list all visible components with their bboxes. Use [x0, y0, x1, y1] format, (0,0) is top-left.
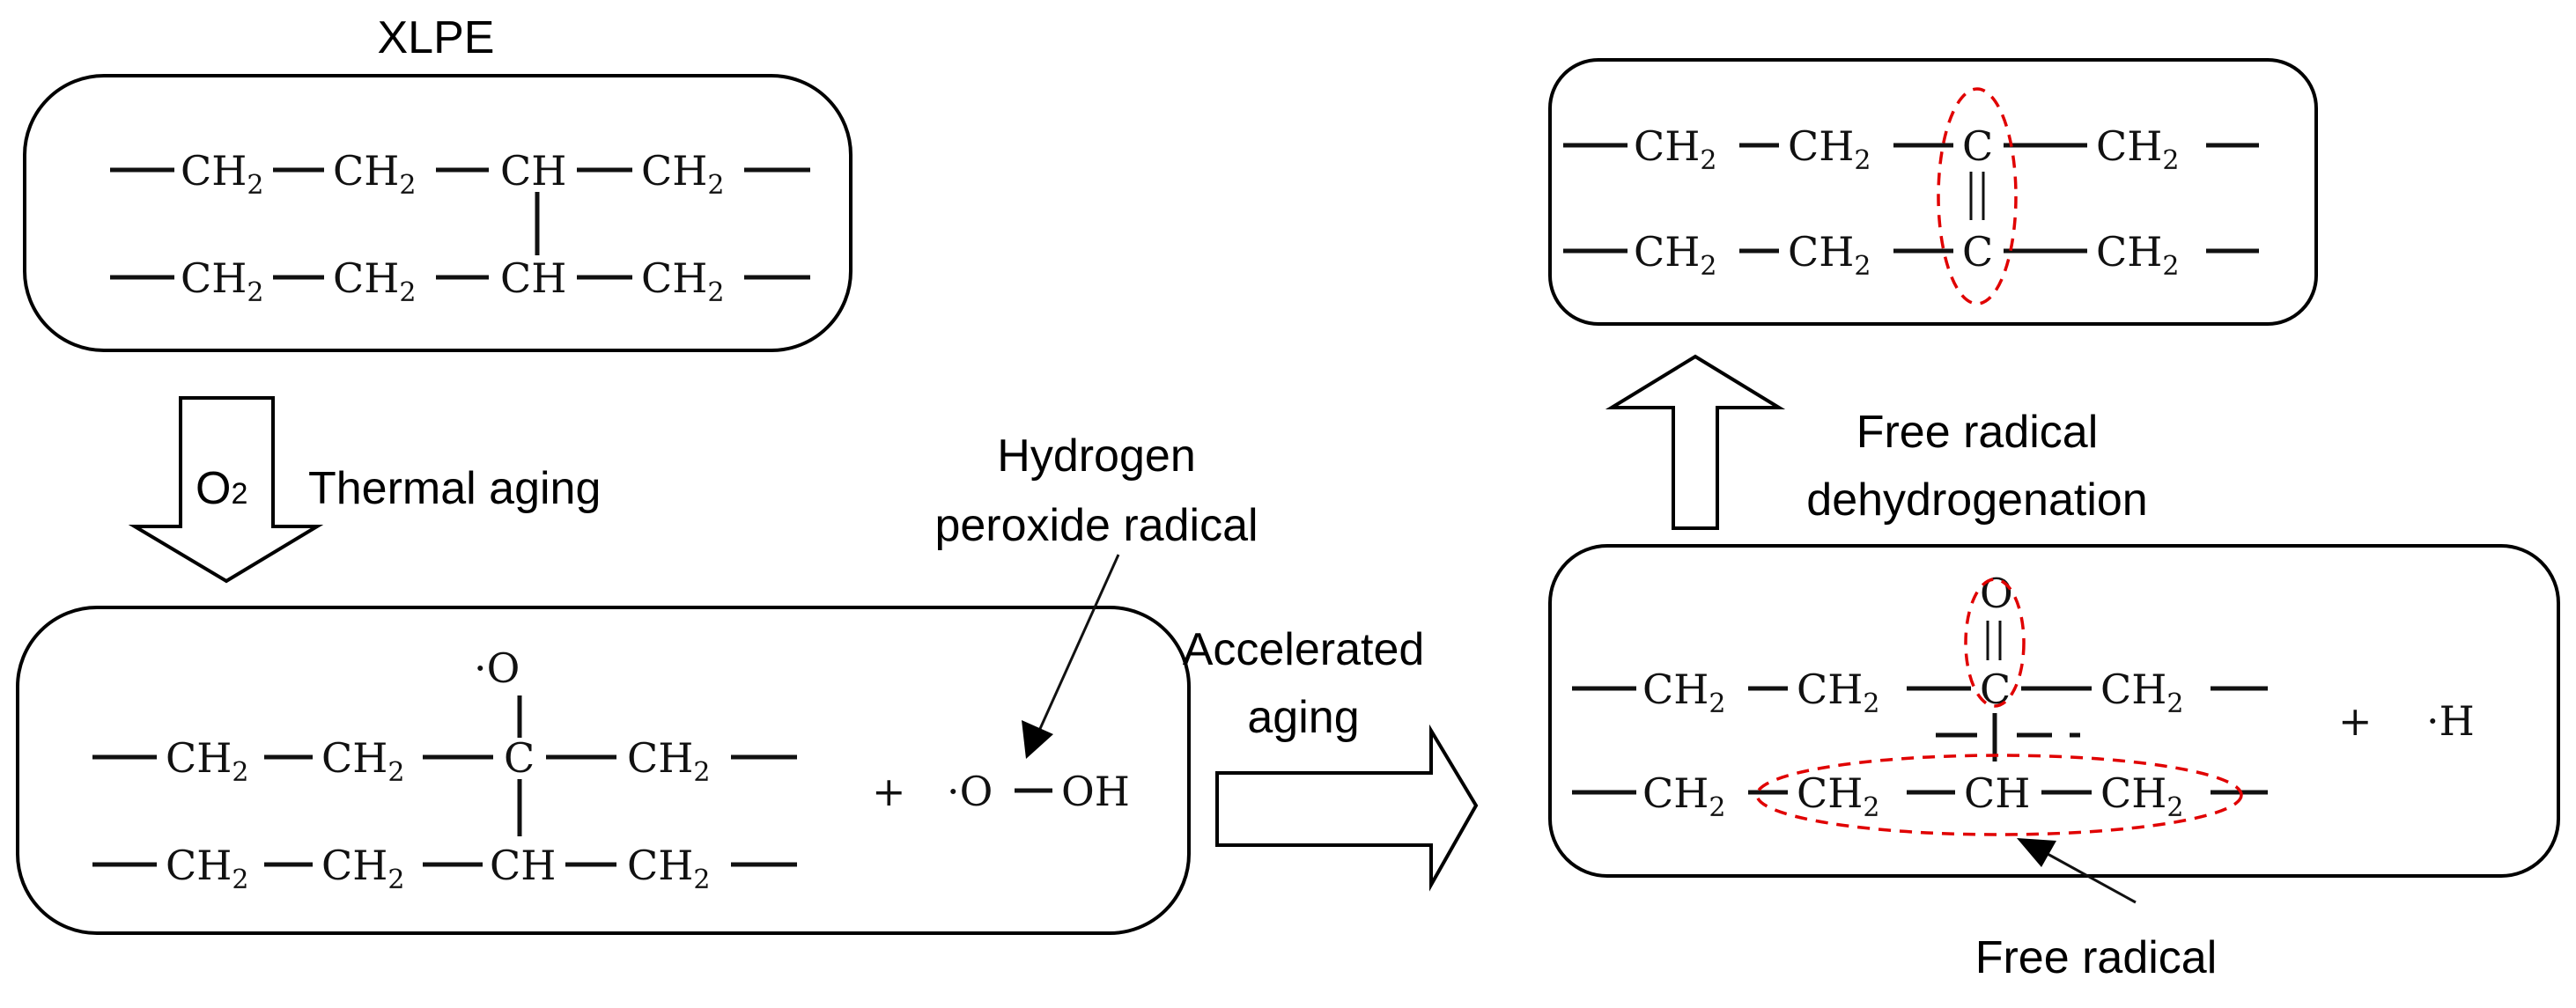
svg-text:CH2: CH2	[181, 254, 263, 308]
thermal-aging-arrow	[128, 396, 324, 584]
svg-text:CH: CH	[1964, 769, 2030, 817]
svg-text:O: O	[1980, 570, 2013, 617]
svg-text:·O: ·O	[947, 768, 993, 815]
svg-text:CH2: CH2	[333, 147, 416, 201]
svg-text:+: +	[872, 768, 906, 815]
svg-text:OH: OH	[1061, 768, 1130, 815]
svg-text:CH2: CH2	[1797, 769, 1879, 823]
hydrogen-peroxide-label-line2: peroxide radical	[934, 500, 1258, 551]
thermal-aging-label: Thermal aging	[308, 463, 601, 514]
double-bond-highlight	[1937, 87, 2018, 305]
svg-text:CH2: CH2	[2100, 666, 2183, 719]
svg-text:CH2: CH2	[1797, 666, 1879, 719]
free-radical-label: Free radical	[1975, 932, 2218, 983]
svg-text:CH2: CH2	[1634, 122, 1716, 176]
svg-text:CH2: CH2	[2096, 228, 2179, 282]
free-radical-molecule: O CH2 CH2 C CH2 CH2 CH2 CH CH2 + ·H	[1572, 570, 2475, 823]
svg-text:CH2: CH2	[1634, 228, 1716, 282]
svg-text:CH2: CH2	[2100, 769, 2183, 823]
svg-text:CH2: CH2	[166, 842, 248, 895]
svg-text:·H: ·H	[2426, 697, 2475, 745]
o2-label: O2	[196, 463, 247, 514]
svg-text:CH2: CH2	[1642, 769, 1725, 823]
free-radical-chain-highlight	[1755, 754, 2243, 836]
svg-text:CH2: CH2	[321, 734, 404, 788]
dehydrogenated-structure-box	[1548, 58, 2318, 326]
svg-text:C: C	[504, 734, 535, 782]
dehydrogenation-label-line1: Free radical	[1856, 407, 2099, 458]
svg-text:C: C	[1962, 228, 1993, 276]
free-radical-pointer-arrow	[2017, 838, 2137, 904]
svg-text:CH2: CH2	[1642, 666, 1725, 719]
xlpe-structure-box	[23, 74, 853, 352]
svg-text:CH2: CH2	[321, 842, 404, 895]
svg-text:CH2: CH2	[1788, 122, 1871, 176]
svg-text:CH: CH	[500, 254, 566, 302]
svg-text:CH: CH	[490, 842, 556, 889]
svg-text:·O: ·O	[474, 644, 520, 692]
svg-text:CH: CH	[500, 147, 566, 195]
free-radical-structure-box	[1548, 544, 2560, 878]
dehydrogenation-arrow	[1605, 354, 1786, 530]
svg-text:CH2: CH2	[333, 254, 416, 308]
svg-text:CH2: CH2	[627, 734, 710, 788]
accelerated-aging-label-line1: Accelerated	[1183, 624, 1425, 675]
dehydrogenation-label-line2: dehydrogenation	[1806, 475, 2147, 526]
oxidized-molecule: ·O CH2 CH2 C CH2 CH2 CH2 CH CH2 + ·O OH	[92, 644, 1130, 895]
carbonyl-highlight	[1964, 578, 2026, 708]
svg-text:C: C	[1962, 122, 1993, 170]
svg-text:CH2: CH2	[641, 254, 724, 308]
svg-text:CH2: CH2	[627, 842, 710, 895]
xlpe-molecule: CH2 CH2 CH CH2 CH2 CH2 CH CH2	[110, 147, 810, 308]
accelerated-aging-label-line2: aging	[1247, 692, 1359, 743]
svg-text:CH2: CH2	[641, 147, 724, 201]
svg-text:+: +	[2338, 697, 2373, 745]
svg-text:CH2: CH2	[166, 734, 248, 788]
hydrogen-peroxide-pointer-arrow	[1022, 554, 1120, 759]
svg-text:CH2: CH2	[2096, 122, 2179, 176]
accelerated-aging-arrow	[1215, 724, 1479, 892]
hydrogen-peroxide-label-line1: Hydrogen	[997, 430, 1195, 482]
dehydrogenated-molecule: CH2 CH2 C CH2 CH2 CH2 C CH2	[1563, 122, 2259, 282]
oxidized-structure-box	[16, 606, 1191, 935]
xlpe-title: XLPE	[378, 12, 495, 63]
svg-text:CH2: CH2	[181, 147, 263, 201]
svg-text:CH2: CH2	[1788, 228, 1871, 282]
